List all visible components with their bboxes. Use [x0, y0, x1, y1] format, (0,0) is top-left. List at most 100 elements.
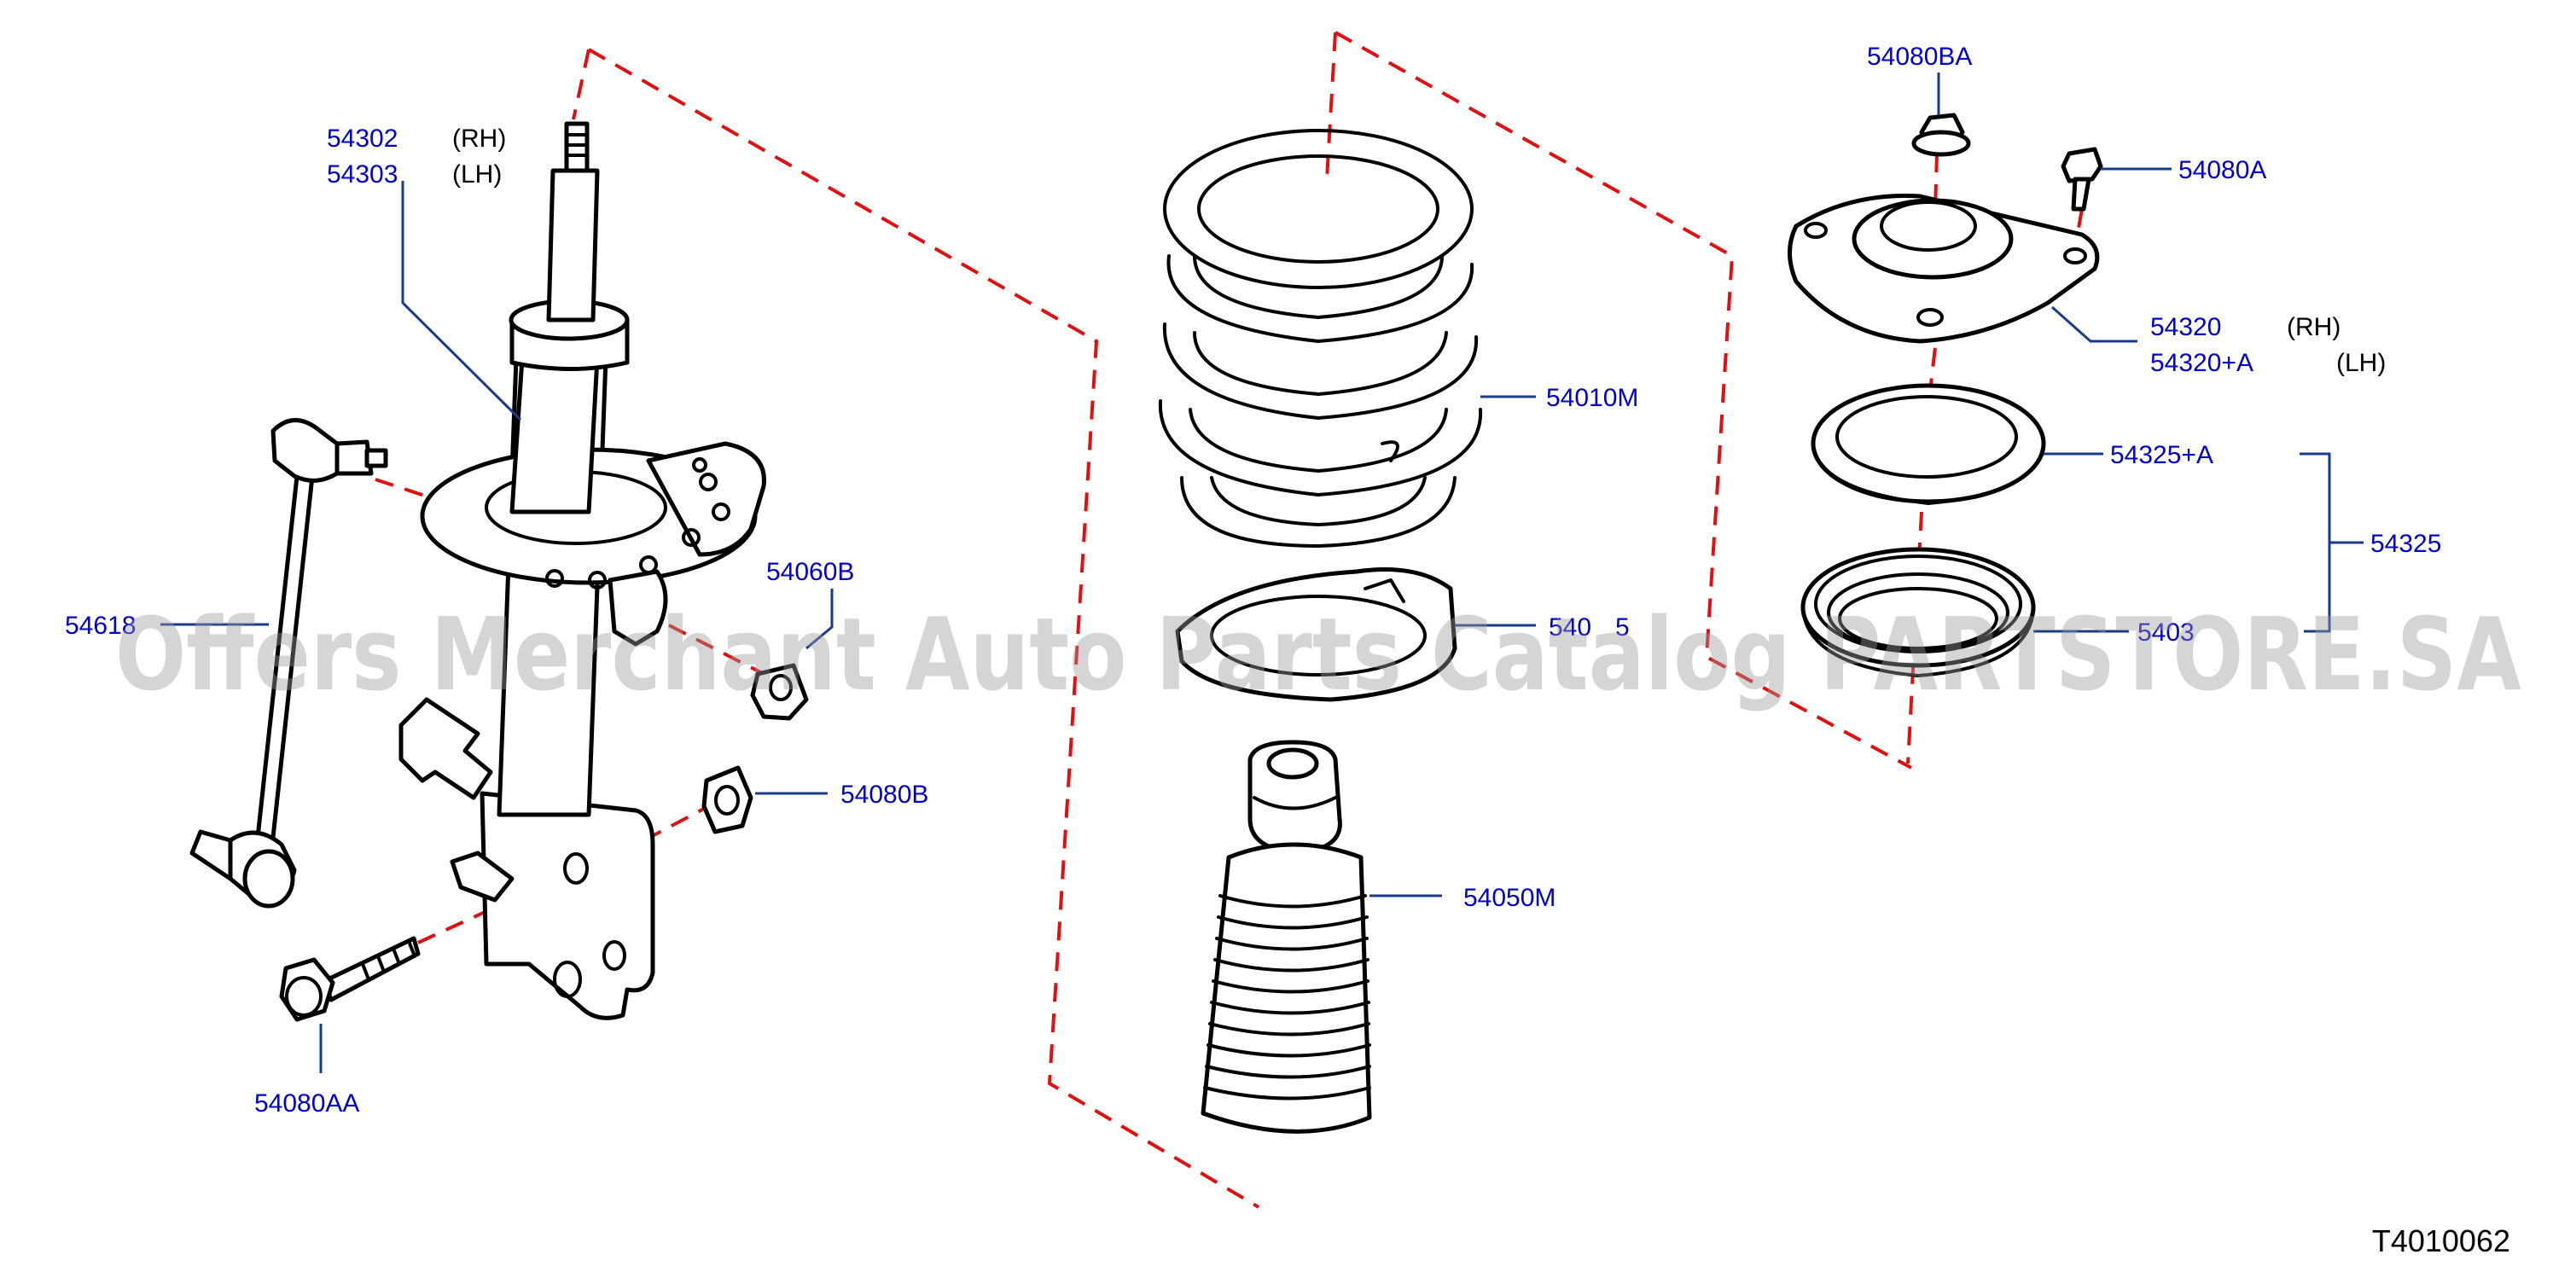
nut-54080b-hole [714, 785, 740, 816]
coil-spring-turn-2-inner [1193, 254, 1444, 319]
top-mount-boss [1852, 198, 2014, 280]
side-lh-54303: (LH) [452, 160, 502, 189]
callout-54060b[interactable]: 54060B [766, 558, 854, 586]
coil-spring-turn-4 [1158, 399, 1483, 497]
bump-stop-boot [1201, 740, 1372, 1134]
leader-top-mount [2051, 305, 2137, 343]
coil-spring-turn-5-inner [1210, 476, 1427, 526]
callout-54320a[interactable]: 54320+A [2150, 349, 2253, 377]
callout-54010m[interactable]: 54010M [1546, 384, 1638, 412]
callout-54080a[interactable]: 54080A [2178, 156, 2266, 184]
spring-seat-tab [1364, 578, 1405, 603]
callout-54080ba[interactable]: 54080BA [1867, 43, 1972, 71]
nut-54080ba-flange [1911, 130, 1971, 157]
top-mount [1788, 193, 2100, 344]
bearing-seat [1811, 383, 2046, 505]
dashed-line-strut-top [572, 49, 590, 120]
nut-54080b-flange [701, 765, 753, 834]
nut-54060b [750, 663, 809, 721]
watermark-text: Offers Merchant Auto Parts Catalog PARTS… [115, 595, 2521, 713]
callout-54302[interactable]: 54302 [327, 125, 398, 153]
bolt-54080a-shank [2071, 177, 2091, 212]
coil-spring-end-tail [1381, 440, 1399, 462]
strut-threaded-top [564, 121, 590, 173]
stabilizer-link-lower-boot [242, 849, 295, 909]
stabilizer-link-lower-stud [189, 829, 233, 881]
callout-labels: 54302 (RH) 54303 (LH) 54618 54060B 54080… [65, 43, 2441, 1118]
coil-spring [1158, 129, 1483, 548]
diagram-id: T4010062 [2372, 1223, 2510, 1258]
side-rh-54302: (RH) [452, 125, 506, 153]
knuckle-hole-lower [553, 961, 582, 998]
dashed-line-strut-to-boot [588, 48, 1260, 1209]
strut-bearing-ring-3 [1838, 587, 1998, 650]
nut-54080b [701, 765, 753, 834]
strut-brake-hose-bracket [398, 697, 493, 800]
boot-body [1201, 842, 1372, 1134]
bolt-54080aa [279, 936, 421, 1022]
strut-abs-clip [450, 851, 515, 903]
strut-bracket-knuckle [480, 791, 655, 1020]
callout-54325a[interactable]: 54325+A [2110, 441, 2213, 469]
leader-lines [160, 73, 2364, 1073]
spring-seat-inner [1210, 595, 1427, 677]
top-mount-hole-left [1804, 222, 1828, 239]
coil-spring-turn-2 [1166, 254, 1474, 343]
leader-54060b [805, 589, 834, 650]
bump-stop-ring [1253, 796, 1337, 810]
top-mount-hole-right [2063, 247, 2087, 264]
callout-54325[interactable]: 54325 [2370, 530, 2441, 558]
knuckle-hole-rear [602, 940, 626, 971]
stabilizer-link [189, 418, 388, 909]
bolt-54080aa-threads [361, 939, 416, 981]
stabilizer-link-upper-stud [334, 439, 374, 476]
strut-thread-lines [565, 133, 589, 157]
callout-5403[interactable]: 5403 [2137, 618, 2195, 647]
coil-spring-turn-1-inner [1197, 154, 1439, 264]
callout-54080aa[interactable]: 54080AA [254, 1089, 359, 1118]
bearing-seat-inner [1835, 395, 2018, 479]
nut-54060b-hole [769, 674, 793, 701]
callout-54618[interactable]: 54618 [65, 612, 136, 640]
side-lh-54320a: (LH) [2336, 349, 2386, 377]
bolt-54080aa-shank [322, 936, 421, 1002]
coil-spring-turn-1 [1163, 129, 1474, 289]
dashed-line-spring-top [1325, 32, 1337, 180]
side-rh-54320: (RH) [2287, 313, 2340, 341]
nut-54080ba [1911, 113, 1971, 157]
knuckle-hole-upper [563, 852, 589, 885]
strut-bearing [1800, 547, 2036, 677]
strut-bearing-outer [1800, 547, 2036, 668]
top-mount-hole-bottom [1916, 308, 1944, 327]
leader-strut [401, 181, 522, 421]
strut-seat-stop-bracket [608, 569, 668, 647]
bolt-54080a-head [2061, 147, 2103, 183]
strut-bearing-ring-2 [1827, 572, 2009, 653]
coil-spring-turn-5 [1180, 476, 1457, 548]
strut-assembly [398, 121, 766, 1020]
bolt-54080aa-head-face [285, 976, 323, 1017]
callout-54320[interactable]: 54320 [2150, 313, 2221, 341]
coil-spring-turn-3 [1162, 322, 1479, 420]
callout-54303[interactable]: 54303 [327, 160, 398, 189]
bump-stop-top [1266, 747, 1319, 780]
dashed-line-nut-54060b [613, 595, 765, 676]
strut-seat-flange [646, 441, 766, 557]
callout-54080b[interactable]: 54080B [840, 781, 928, 809]
coil-spring-turn-3-inner [1193, 331, 1448, 396]
callout-540-5-tail[interactable]: 5 [1615, 613, 1630, 642]
strut-piston-rod [546, 168, 600, 322]
callout-540-5[interactable]: 540 [1549, 613, 1591, 642]
spring-seat [1175, 567, 1457, 702]
coil-spring-turn-4-inner [1189, 408, 1448, 473]
callout-54050m[interactable]: 54050M [1463, 884, 1555, 912]
dashed-line-spring-to-bearing [1335, 31, 1912, 769]
nut-54060b-body [750, 663, 809, 721]
strut-seat-holes [545, 457, 730, 589]
top-mount-boss-inner [1880, 200, 1977, 252]
boot-ribs [1203, 894, 1371, 1100]
bearing-seat-edge [1811, 442, 2045, 505]
bolt-54080a [2061, 147, 2103, 212]
